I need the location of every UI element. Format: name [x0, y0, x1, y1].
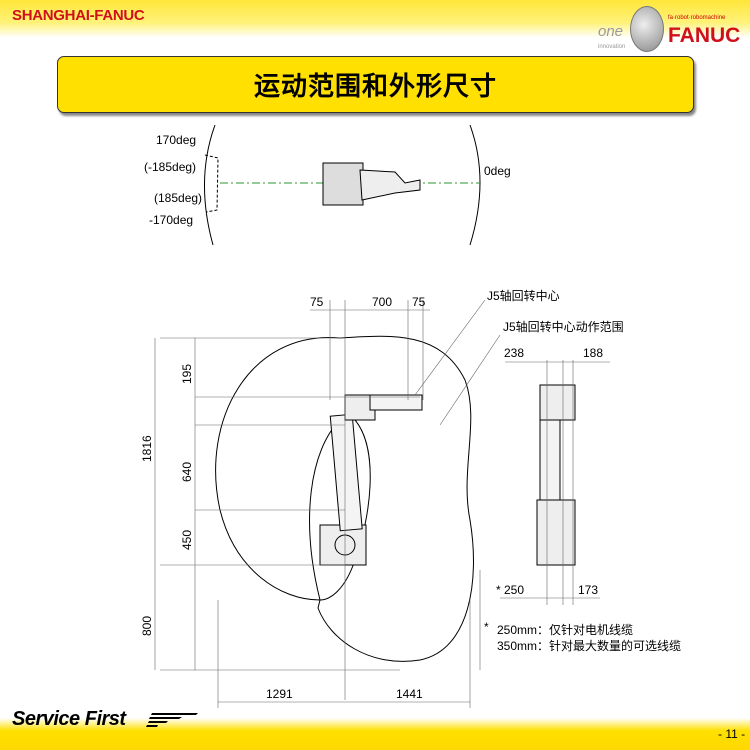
- dim-label: 195: [180, 364, 194, 384]
- page-number: - 11 -: [718, 727, 746, 741]
- speed-lines-icon: [146, 713, 198, 727]
- angle-label: (185deg): [154, 191, 202, 205]
- angle-label: 0deg: [484, 164, 511, 178]
- dim-label: 188: [583, 346, 603, 360]
- dim-label: 1441: [396, 687, 423, 701]
- globe-icon: [630, 6, 664, 52]
- header-band: [0, 0, 750, 38]
- front-view: 238 188 * 250 173 * 250mm：仅针对电机线缆 350mm：…: [479, 346, 681, 670]
- page-title: 运动范围和外形尺寸: [253, 71, 497, 101]
- logo-one: one: [598, 23, 624, 40]
- side-view: 75 700 75 195 640 450 800 1816 1291 1441…: [140, 288, 624, 708]
- dim-label: 1291: [266, 687, 293, 701]
- dim-label: 450: [180, 530, 194, 550]
- note-line: 250mm：仅针对电机线缆: [497, 622, 633, 637]
- j5-center-label: J5轴回转中心: [487, 288, 560, 303]
- brand-name: SHANGHAI-FANUC: [12, 7, 145, 24]
- title-banner: 运动范围和外形尺寸: [57, 56, 694, 113]
- top-view: 170deg (-185deg) (185deg) -170deg 0deg: [144, 124, 511, 246]
- dim-label: * 250: [496, 583, 524, 597]
- note-star: *: [484, 620, 489, 634]
- j5-range-label: J5轴回转中心动作范围: [503, 319, 624, 334]
- dim-label: 700: [372, 295, 392, 309]
- dim-label: 75: [310, 295, 324, 309]
- footer-band: [0, 718, 750, 750]
- service-first-slogan: Service First: [12, 708, 126, 730]
- angle-label: (-185deg): [144, 160, 196, 174]
- logo-fanuc: FANUC: [668, 24, 741, 47]
- angle-label: 170deg: [156, 133, 196, 147]
- dim-label: 238: [504, 346, 524, 360]
- fanuc-logo: one innovation fa·robot·robomachine FANU…: [596, 4, 746, 52]
- logo-tagline: fa·robot·robomachine: [668, 15, 726, 21]
- dim-label: 1816: [140, 435, 154, 462]
- dim-label: 173: [578, 583, 598, 597]
- note-line: 350mm：针对最大数量的可选线缆: [497, 638, 681, 653]
- dim-label: 640: [180, 462, 194, 482]
- logo-innovation: innovation: [598, 44, 626, 50]
- dim-label: 75: [412, 295, 426, 309]
- dim-label: 800: [140, 616, 154, 636]
- angle-label: -170deg: [149, 213, 193, 227]
